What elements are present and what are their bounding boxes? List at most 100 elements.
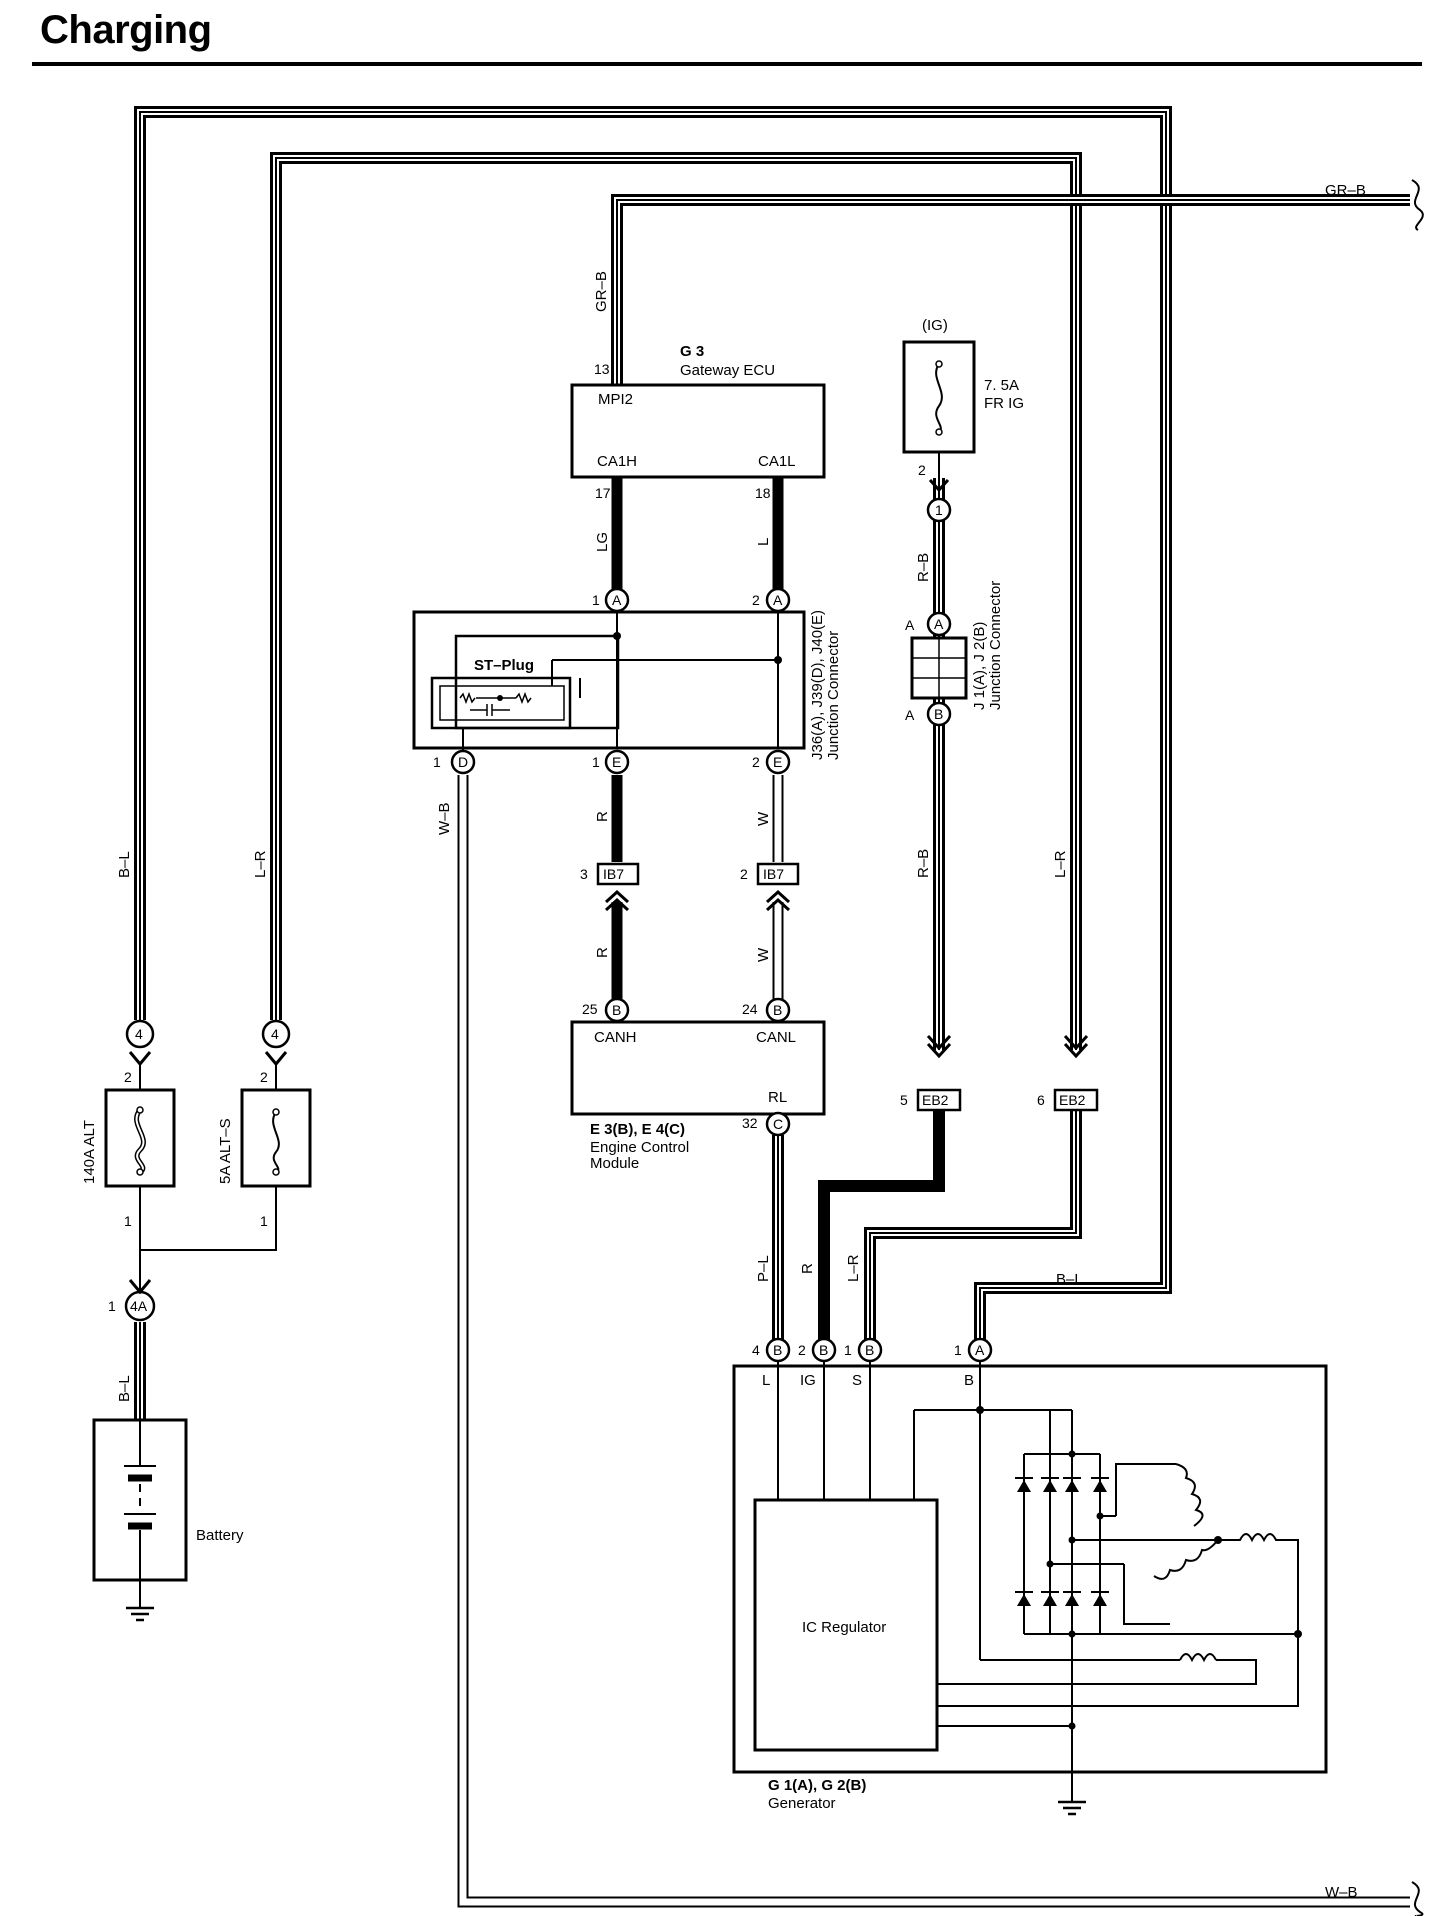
wire-label-p-l: P–L xyxy=(755,1255,772,1282)
svg-text:1: 1 xyxy=(935,502,943,518)
svg-text:B: B xyxy=(612,1002,621,1018)
wire-b-l-battery xyxy=(134,1186,277,1420)
fuse-fr-ig: (IG) 7. 5A FR IG 2 xyxy=(902,317,1024,493)
ecm-pin-24: 24 xyxy=(742,1001,758,1017)
connector-circles: A 1 A 2 D 1 E 1 E 2 B B C 1 A B B 4 B 2 xyxy=(108,497,993,1363)
svg-text:1: 1 xyxy=(108,1298,116,1314)
svg-text:E: E xyxy=(612,754,621,770)
wire-label-w-lower: W xyxy=(755,947,772,962)
junction-j36-line1: J36(A), J39(D), J40(E) xyxy=(809,610,826,760)
svg-text:D: D xyxy=(458,754,468,770)
wire-b-l-main xyxy=(134,106,1172,1340)
fuse-ig-label: (IG) xyxy=(922,317,948,334)
junction-connector-j1: J 1(A), J 2(B) Junction Connector A A xyxy=(905,581,1004,723)
svg-text:A: A xyxy=(934,616,944,632)
fuse-ig-name: FR IG xyxy=(984,395,1024,412)
svg-text:4: 4 xyxy=(271,1026,279,1042)
svg-text:B: B xyxy=(819,1342,828,1358)
svg-text:2: 2 xyxy=(260,1069,268,1085)
svg-text:2: 2 xyxy=(752,592,760,608)
connector-eb2-6: EB2 6 xyxy=(1037,1034,1099,1112)
wire-label-r-b-upper: R–B xyxy=(915,553,932,582)
ecm-line3: Module xyxy=(590,1155,639,1172)
wire-label-w-upper: W xyxy=(755,811,772,826)
wire-l-r-main xyxy=(270,152,1082,1050)
engine-control-module: CANH CANL RL E 3(B), E 4(C) Engine Contr… xyxy=(570,1001,826,1172)
gen-pin-ig: IG xyxy=(800,1372,816,1389)
wire-l-r-gen xyxy=(864,1110,1082,1340)
svg-text:5: 5 xyxy=(900,1092,908,1108)
svg-text:1: 1 xyxy=(954,1342,962,1358)
wire-label-r-b-lower: R–B xyxy=(915,849,932,878)
gateway-name: Gateway ECU xyxy=(680,362,775,379)
svg-text:B: B xyxy=(773,1342,782,1358)
svg-text:EB2: EB2 xyxy=(1059,1092,1086,1108)
svg-text:1: 1 xyxy=(592,592,600,608)
svg-text:6: 6 xyxy=(1037,1092,1045,1108)
gateway-pin-ca1h: CA1H xyxy=(597,453,637,470)
fuse-alt-s-label: 5A ALT–S xyxy=(217,1118,234,1184)
generator-line1: G 1(A), G 2(B) xyxy=(768,1777,866,1794)
st-plug-label: ST–Plug xyxy=(474,657,534,674)
gateway-pin-13: 13 xyxy=(594,361,610,377)
wire-label-w-b-vertical: W–B xyxy=(436,802,453,835)
svg-text:A: A xyxy=(773,592,783,608)
svg-text:B: B xyxy=(773,1002,782,1018)
gateway-pin-mpi2: MPI2 xyxy=(598,391,633,408)
svg-text:B: B xyxy=(865,1342,874,1358)
gateway-ecu: G 3 Gateway ECU MPI2 CA1H CA1L 13 17 18 xyxy=(570,343,826,501)
ecm-pin-25: 25 xyxy=(582,1001,598,1017)
page-title: Charging xyxy=(40,8,212,52)
ecm-pin-rl: RL xyxy=(768,1089,787,1106)
ecm-pin-canl: CANL xyxy=(756,1029,796,1046)
wire-label-w-b-bottom: W–B xyxy=(1325,1884,1358,1901)
wire-gr-b xyxy=(611,179,1424,385)
svg-text:3: 3 xyxy=(580,866,588,882)
svg-text:4: 4 xyxy=(135,1026,143,1042)
junction-j1-pin-a-top: A xyxy=(905,617,915,633)
battery-label: Battery xyxy=(196,1527,244,1544)
svg-text:A: A xyxy=(612,592,622,608)
svg-text:C: C xyxy=(773,1116,783,1132)
wire-label-lg: LG xyxy=(594,532,611,552)
gen-pin-l: L xyxy=(762,1372,770,1389)
ecm-line1: E 3(B), E 4(C) xyxy=(590,1121,685,1138)
svg-text:2: 2 xyxy=(740,866,748,882)
svg-text:1: 1 xyxy=(592,754,600,770)
junction-j1-line2: Junction Connector xyxy=(987,581,1004,710)
junction-j1-line1: J 1(A), J 2(B) xyxy=(971,622,988,710)
gateway-id: G 3 xyxy=(680,343,704,360)
generator: L IG S B IC Regulator xyxy=(732,1362,1328,1816)
svg-text:1: 1 xyxy=(260,1213,268,1229)
wire-label-l: L xyxy=(755,538,772,546)
title-rule xyxy=(32,62,1422,66)
ic-regulator-label: IC Regulator xyxy=(802,1619,886,1636)
svg-text:IB7: IB7 xyxy=(763,866,784,882)
wire-label-l-r-right: L–R xyxy=(1052,850,1069,878)
svg-text:4: 4 xyxy=(752,1342,760,1358)
connector-ib7-right: IB7 2 xyxy=(740,862,800,912)
gateway-pin-ca1l: CA1L xyxy=(758,453,796,470)
fuse-junction-arrow xyxy=(128,1279,152,1295)
fuse-alt-label: 140A ALT xyxy=(81,1120,98,1184)
svg-text:E: E xyxy=(773,754,782,770)
wire-label-r-gen: R xyxy=(799,1263,816,1274)
wire-label-l-r-gen: L–R xyxy=(845,1254,862,1282)
svg-text:1: 1 xyxy=(844,1342,852,1358)
ecm-pin-32: 32 xyxy=(742,1115,758,1131)
svg-text:1: 1 xyxy=(124,1213,132,1229)
gateway-pin-18: 18 xyxy=(755,485,771,501)
svg-text:2: 2 xyxy=(124,1069,132,1085)
fuse-5a-alt-s: 2 1 5A ALT–S xyxy=(217,1051,312,1229)
wire-r-gen xyxy=(818,1110,945,1340)
fuse-ig-rating: 7. 5A xyxy=(984,377,1019,394)
wire-label-gr-b-ecu: GR–B xyxy=(593,271,610,312)
fuse-140a-alt: 2 1 140A ALT xyxy=(81,1051,176,1229)
generator-line2: Generator xyxy=(768,1795,836,1812)
wire-label-r-lower: R xyxy=(594,947,611,958)
junction-connector-j36: ST–Plug J36(A), J39(D), J40(E) Junction … xyxy=(412,610,842,760)
svg-text:A: A xyxy=(975,1342,985,1358)
connector-eb2-5: EB2 5 xyxy=(900,1034,962,1112)
wire-label-r-upper: R xyxy=(594,811,611,822)
